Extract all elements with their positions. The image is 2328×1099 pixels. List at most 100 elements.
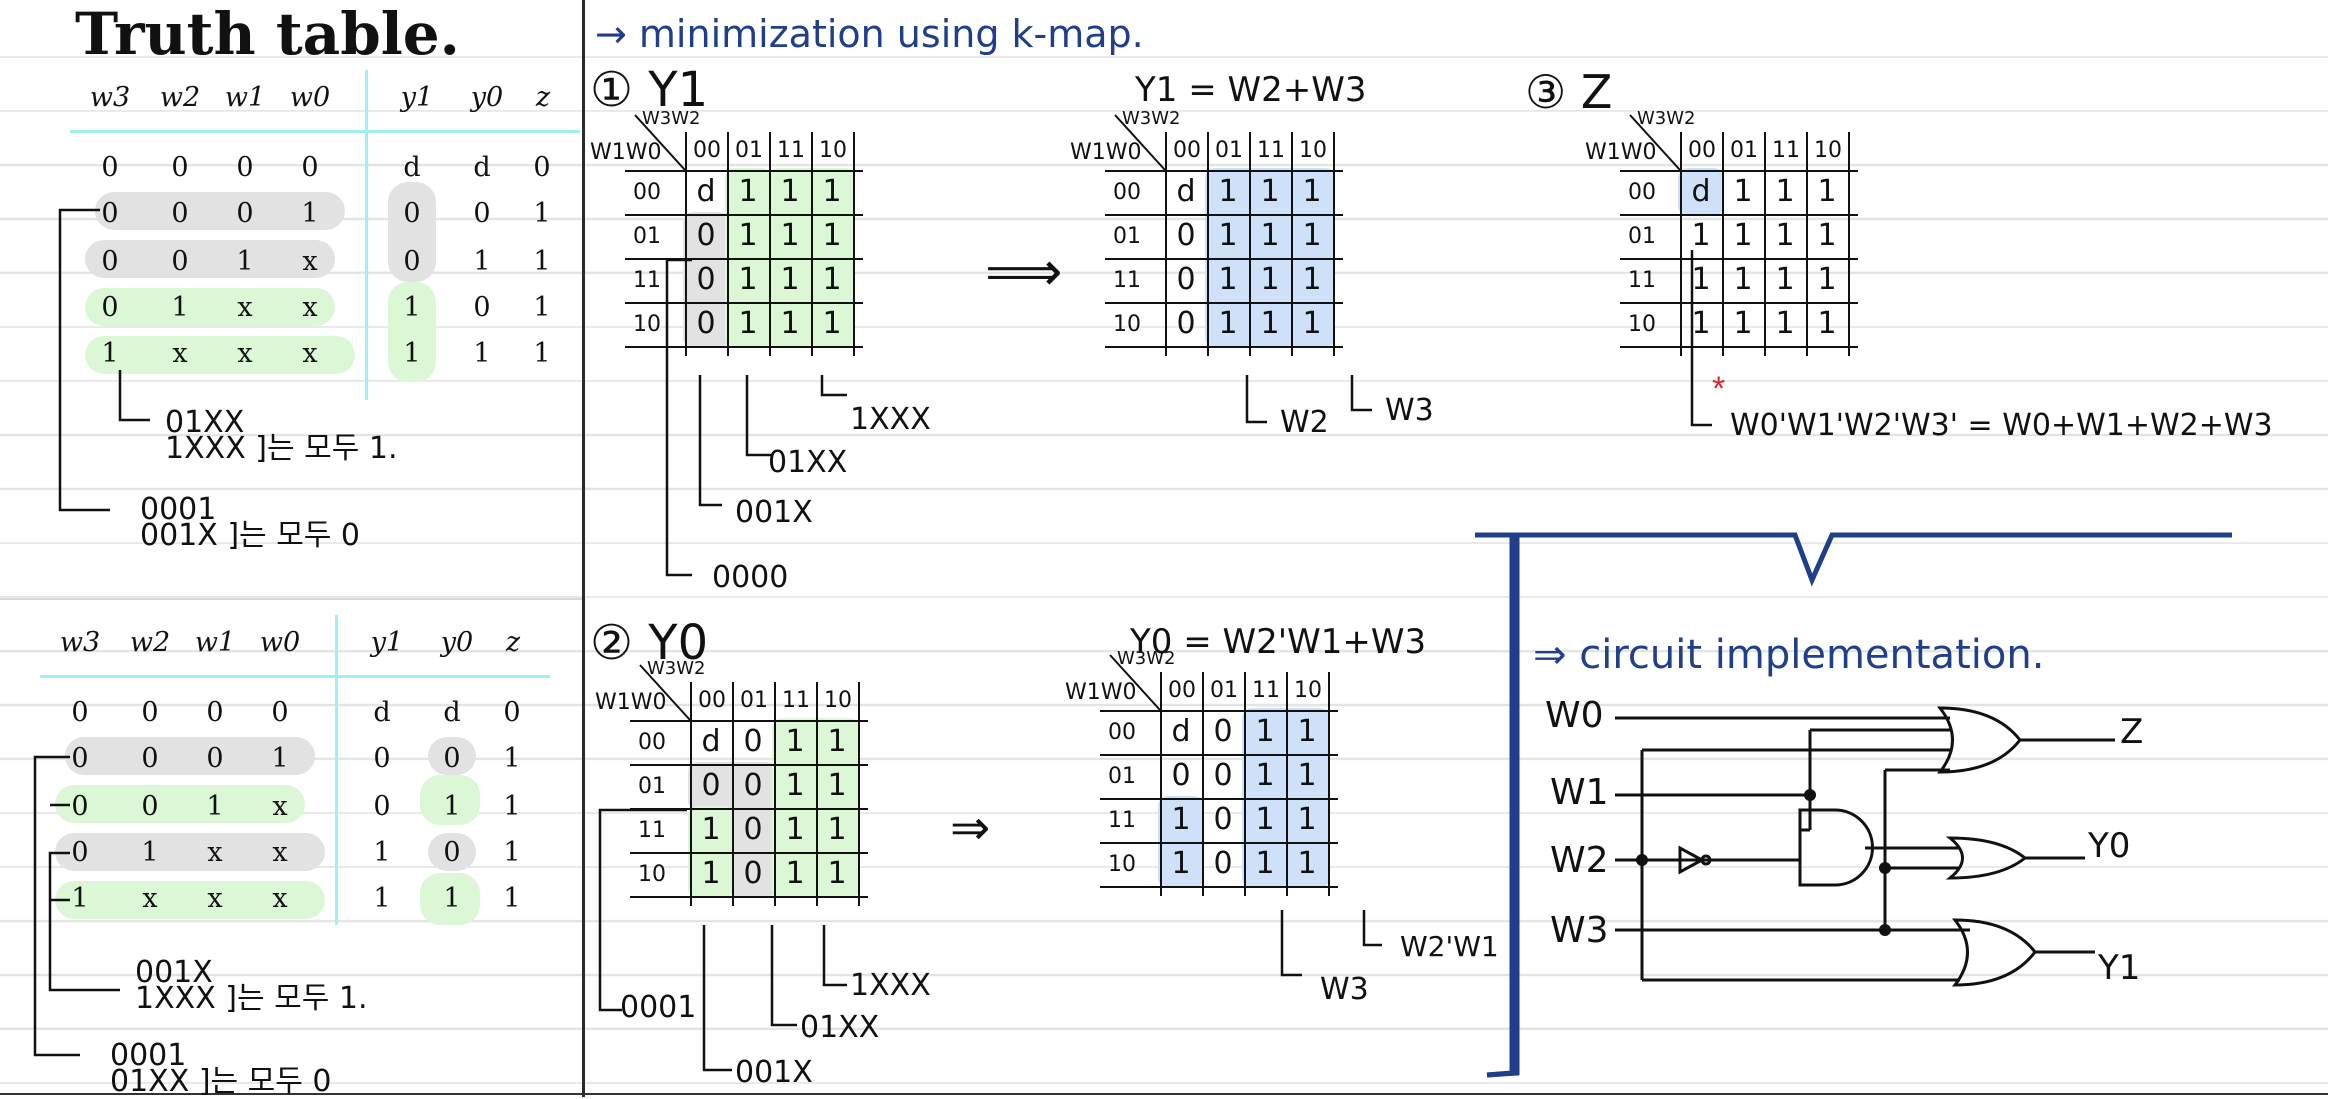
- kmap-grid-line: [1620, 214, 1858, 216]
- cell: x: [207, 883, 223, 914]
- cell: 0: [271, 697, 289, 728]
- kmap-group: [683, 212, 729, 348]
- kmap-col-header: 10: [819, 138, 847, 163]
- cell: x: [237, 338, 253, 369]
- kmap-row-header: 01: [1113, 224, 1141, 249]
- cell: 1: [403, 292, 421, 323]
- kmap-row-header: 10: [633, 312, 661, 337]
- cell: 1: [503, 883, 521, 914]
- kmap-cell: 1: [1297, 846, 1317, 881]
- kmap-annotations: [598, 250, 2232, 1078]
- kmap-row-header: 00: [1628, 180, 1656, 205]
- kmap-cell: 1: [822, 218, 842, 253]
- cell: 1: [271, 743, 289, 774]
- y1-ann-0000: 0000: [712, 560, 789, 595]
- kmap-grid-line: [1100, 710, 1338, 712]
- kmap-grid-line: [685, 132, 687, 356]
- cell: x: [142, 883, 158, 914]
- kmap-cell: 0: [696, 218, 716, 253]
- cell: 0: [373, 791, 391, 822]
- kmap-cell: 1: [701, 812, 721, 847]
- y0-ann-1xxx: 1XXX: [850, 968, 931, 1003]
- cell: d: [403, 152, 421, 183]
- cell: 0: [71, 743, 89, 774]
- note-line: 1XXX ]는 모두 1.: [135, 981, 368, 1016]
- cell: x: [302, 246, 318, 277]
- kmap-row-header: 01: [638, 774, 666, 799]
- cell: 1: [443, 883, 461, 914]
- kmap-cell: 1: [822, 174, 842, 209]
- kmap-cell: d: [1171, 714, 1191, 749]
- kmap-cell: 1: [1255, 714, 1275, 749]
- truth-table-top-brackets: [58, 208, 150, 512]
- kmap-grid-line: [769, 132, 771, 356]
- kmap-grid-line: [1291, 132, 1293, 356]
- kmap-corner-left: W1W0: [595, 690, 667, 715]
- kmap-grid-line: [1105, 302, 1343, 304]
- kmap-grid-line: [1207, 132, 1209, 356]
- cell: 1: [533, 198, 551, 229]
- y0r-ann-w2w1: W2'W1: [1400, 930, 1499, 963]
- kmap-cell: 1: [1302, 174, 1322, 209]
- table-header-line: [70, 70, 580, 133]
- kmap-grid-line: [630, 720, 868, 722]
- highlight-row: [55, 785, 305, 823]
- highlight-y1: [388, 282, 436, 382]
- kmap-cell: 0: [743, 768, 763, 803]
- kmap-cell: 1: [780, 218, 800, 253]
- kmap-row-header: 11: [1628, 268, 1656, 293]
- z-result-label: W0'W1'W2'W3' = W0+W1+W2+W3: [1730, 408, 2273, 443]
- kmap-cell: 0: [696, 306, 716, 341]
- kmap-cell: 0: [1213, 758, 1233, 793]
- kmap-grid-line: [1202, 672, 1204, 896]
- kmap-corner-diagonal: [639, 664, 691, 720]
- kmap-col-header: 01: [735, 138, 763, 163]
- cell: 0: [443, 743, 461, 774]
- kmap-grid-line: [1100, 798, 1338, 800]
- truth-table-bottom-brackets: [33, 755, 120, 1057]
- kmap-grid-line: [1620, 302, 1858, 304]
- cell: 0: [301, 152, 319, 183]
- kmap-cell: 1: [1775, 218, 1795, 253]
- cell: 0: [141, 697, 159, 728]
- cell: 0: [101, 152, 119, 183]
- cell: 1: [206, 791, 224, 822]
- cell: 0: [101, 198, 119, 229]
- output-y0: Y0: [2088, 826, 2131, 866]
- kmap-col-header: 11: [1772, 138, 1800, 163]
- kmap-cell: 1: [1817, 262, 1837, 297]
- output-y1: Y1: [2098, 948, 2141, 988]
- kmap-cell: 1: [1255, 846, 1275, 881]
- kmap-grid-line: [630, 852, 868, 854]
- kmap-corner-diagonal: [1109, 654, 1161, 710]
- header-y1: y1: [370, 627, 404, 658]
- kmap-grid-line: [858, 682, 860, 906]
- kmap-corner-diagonal: [1629, 114, 1681, 170]
- kmap-corner-left: W1W0: [1070, 140, 1142, 165]
- cell: 0: [403, 198, 421, 229]
- kmap-col-header: 00: [1688, 138, 1716, 163]
- cell: 0: [236, 152, 254, 183]
- note-line: 1XXX ]는 모두 1.: [165, 431, 398, 466]
- cell: 1: [503, 837, 521, 868]
- kmap-cell: 1: [738, 262, 758, 297]
- kmap-cell: 0: [743, 724, 763, 759]
- table-column-separator: [335, 615, 338, 925]
- cell: 0: [101, 292, 119, 323]
- truth-table-top: w3 w2 w1 w0 y1 y0 z 0 0 0 0 d d 0 0 0 0 …: [70, 70, 580, 400]
- kmap-cell: 1: [785, 724, 805, 759]
- kmap-cell: 1: [1302, 306, 1322, 341]
- kmap-cell: 1: [1775, 262, 1795, 297]
- cell: 0: [206, 743, 224, 774]
- output-z: Z: [2120, 712, 2144, 752]
- highlight-y0: [428, 737, 476, 775]
- kmap-grid-line: [732, 682, 734, 906]
- kmap-cell: 0: [1176, 262, 1196, 297]
- kmap-row-header: 00: [1113, 180, 1141, 205]
- kmap-grid-line: [1328, 672, 1330, 896]
- cell: 0: [71, 697, 89, 728]
- cell: 0: [171, 198, 189, 229]
- kmap-cell: 1: [1775, 174, 1795, 209]
- kmap-row-header: 11: [638, 818, 666, 843]
- kmap-col-header: 00: [1173, 138, 1201, 163]
